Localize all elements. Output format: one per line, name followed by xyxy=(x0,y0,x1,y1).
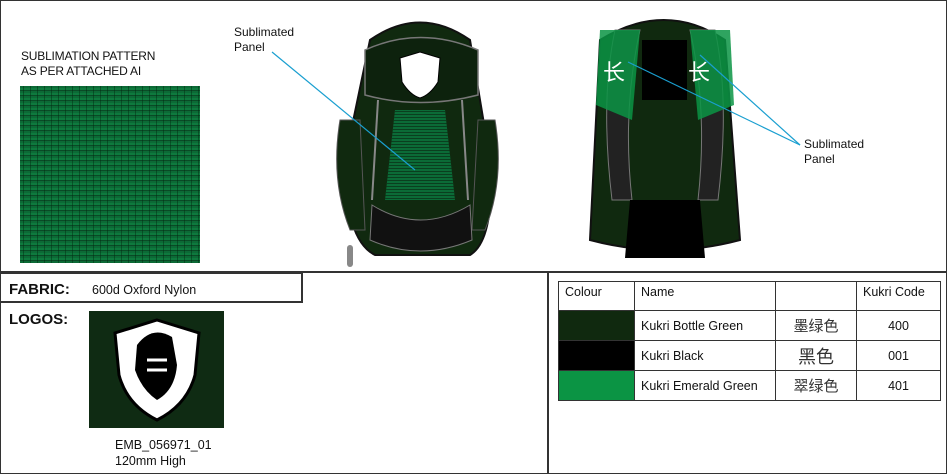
logo-size: 120mm High xyxy=(115,454,186,468)
svg-text:长: 长 xyxy=(688,61,710,86)
column-header xyxy=(775,281,857,311)
callout-text: Panel xyxy=(234,40,265,54)
column-header: Kukri Code xyxy=(856,281,941,311)
fabric-value: 600d Oxford Nylon xyxy=(92,283,197,297)
kukri-code: 001 xyxy=(856,340,941,371)
column-header: Colour xyxy=(558,281,635,311)
colour-name: Kukri Emerald Green xyxy=(634,370,776,401)
colour-table: Colour Name Kukri Code Kukri Bottle Gree… xyxy=(558,281,941,401)
colour-chinese-name: 翠绿色 xyxy=(775,370,857,401)
back-callout: Sublimated Panel xyxy=(804,137,864,167)
logo-image xyxy=(89,311,224,428)
fabric-box: FABRIC: 600d Oxford Nylon xyxy=(0,272,303,303)
callout-line xyxy=(699,54,801,146)
logo-caption: EMB_056971_01 120mm High xyxy=(115,437,212,469)
callout-line xyxy=(271,51,416,171)
sublimation-pattern-swatch xyxy=(20,86,200,263)
svg-text:长: 长 xyxy=(603,61,625,86)
colour-chinese-name: 黑色 xyxy=(775,340,857,371)
kukri-code: 400 xyxy=(856,310,941,341)
fabric-label: FABRIC: xyxy=(9,281,70,298)
table-header-row: Colour Name Kukri Code xyxy=(558,281,941,311)
colour-swatch xyxy=(558,340,635,371)
backpack-back: 长 长 xyxy=(588,19,742,258)
column-header: Name xyxy=(634,281,776,311)
divider xyxy=(0,271,947,273)
logo-code: EMB_056971_01 xyxy=(115,438,212,452)
front-callout: Sublimated Panel xyxy=(234,25,294,55)
colour-name: Kukri Bottle Green xyxy=(634,310,776,341)
callout-text: Sublimated xyxy=(234,25,295,39)
table-row: Kukri Emerald Green 翠绿色 401 xyxy=(558,370,941,401)
pattern-note: SUBLIMATION PATTERN AS PER ATTACHED AI xyxy=(21,49,155,79)
callout-line xyxy=(627,61,801,146)
pattern-note-line: AS PER ATTACHED AI xyxy=(21,64,141,78)
backpack-illustrations: 长 长 xyxy=(271,19,801,267)
callout-text: Sublimated xyxy=(804,137,865,151)
kukri-code: 401 xyxy=(856,370,941,401)
callout-text: Panel xyxy=(804,152,835,166)
colour-chinese-name: 墨绿色 xyxy=(775,310,857,341)
table-row: Kukri Bottle Green 墨绿色 400 xyxy=(558,310,941,341)
table-row: Kukri Black 黑色 001 xyxy=(558,340,941,371)
logos-label: LOGOS: xyxy=(9,311,69,328)
colour-name: Kukri Black xyxy=(634,340,776,371)
backpack-front xyxy=(336,21,499,267)
colour-swatch xyxy=(558,310,635,341)
pattern-note-line: SUBLIMATION PATTERN xyxy=(21,49,156,63)
divider xyxy=(547,272,549,474)
colour-swatch xyxy=(558,370,635,401)
shield-logo-icon xyxy=(112,317,201,422)
